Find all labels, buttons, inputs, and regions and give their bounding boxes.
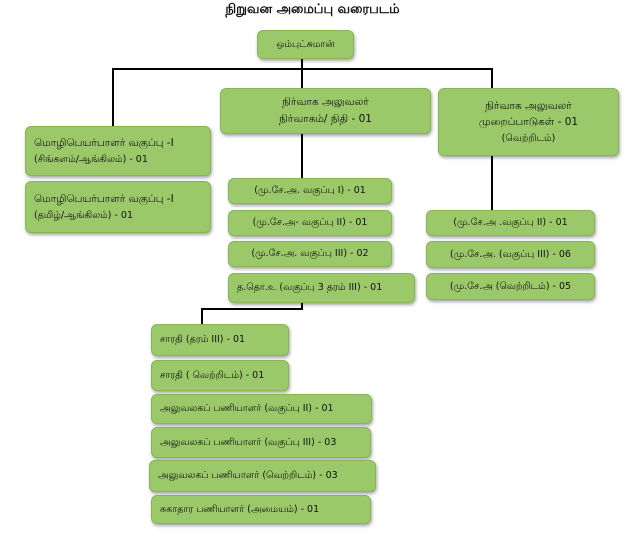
root-node: ஒம்புட்சுமான் bbox=[257, 30, 354, 59]
translator-tamil-line1: மொழிபெயர்பாளர் வகுப்பு -I bbox=[34, 193, 174, 205]
item-label: (மு.சே.அ. (வகுப்பு III) - 06 bbox=[450, 248, 571, 260]
connector-finance-down bbox=[301, 133, 303, 178]
connector-right-down bbox=[491, 68, 493, 88]
translator-tamil-line2: (தமிழ்/ஆங்கிலம்) - 01 bbox=[34, 209, 134, 221]
item-label: த.தொ.உ (வகுப்பு 3 தரம் III) - 01 bbox=[237, 282, 383, 294]
support-staff-item: சாரதி ( வெற்றிடம்) - 01 bbox=[151, 360, 289, 391]
admin-finance-item: (மு.சே.அ. வகுப்பு III) - 02 bbox=[228, 241, 392, 267]
translator-sinhala-line2: (சிங்களம்/ஆங்கிலம்) - 01 bbox=[34, 153, 148, 165]
admin-complaints-line2: முறைப்பாடுகள் - 01 bbox=[478, 116, 579, 129]
admin-complaints-node: நிர்வாக அலுவலர் முறைப்பாடுகள் - 01 (வெற்… bbox=[438, 88, 619, 156]
support-staff-item: அலுவலகப் பணியாளர் (வகுப்பு III) - 03 bbox=[151, 427, 371, 458]
item-label: (மு.சே.அ (வெற்றிடம்) - 05 bbox=[449, 280, 572, 292]
item-label: சாரதி ( வெற்றிடம்) - 01 bbox=[160, 369, 265, 381]
connector-root-down bbox=[301, 58, 303, 69]
admin-finance-item: (மு.சே.அ. வகுப்பு I) - 01 bbox=[228, 178, 392, 204]
admin-complaints-item: (மு.சே.அ .வகுப்பு II) - 01 bbox=[426, 210, 595, 236]
connector-tech-horizontal bbox=[201, 308, 303, 310]
support-staff-item: அலுவலகப் பணியாளர் (வெற்றிடம்) - 03 bbox=[149, 460, 376, 492]
admin-complaints-item: (மு.சே.அ (வெற்றிடம்) - 05 bbox=[426, 273, 595, 300]
connector-left-down bbox=[112, 68, 114, 126]
chart-title: நிறுவன அமைப்பு வரைபடம் bbox=[225, 2, 400, 17]
item-label: அலுவலகப் பணியாளர் (வெற்றிடம்) - 03 bbox=[158, 470, 338, 482]
connector-staff-down bbox=[201, 308, 203, 325]
item-label: அலுவலகப் பணியாளர் (வகுப்பு II) - 01 bbox=[160, 403, 334, 415]
translator-sinhala-line1: மொழிபெயர்பாளர் வகுப்பு -I bbox=[34, 137, 174, 149]
admin-finance-item: (மு.சே.அ- வகுப்பு II) - 01 bbox=[228, 210, 392, 236]
item-label: (மு.சே.அ .வகுப்பு II) - 01 bbox=[453, 217, 568, 229]
item-label: சாரதி (தரம் III) - 01 bbox=[160, 334, 246, 346]
admin-complaints-item: (மு.சே.அ. (வகுப்பு III) - 06 bbox=[426, 241, 595, 268]
admin-complaints-line3: (வெற்றிடம்) bbox=[501, 133, 556, 145]
translator-sinhala-node: மொழிபெயர்பாளர் வகுப்பு -I (சிங்களம்/ஆங்க… bbox=[25, 126, 211, 176]
connector-tech-down bbox=[301, 302, 303, 310]
root-label: ஒம்புட்சுமான் bbox=[276, 38, 335, 50]
connector-mid-down bbox=[301, 68, 303, 88]
item-label: அலுவலகப் பணியாளர் (வகுப்பு III) - 03 bbox=[160, 436, 337, 448]
tech-officer-node: த.தொ.உ (வகுப்பு 3 தரம் III) - 01 bbox=[228, 273, 415, 303]
item-label: சுகாதார பணியாளர் (அமையம்) - 01 bbox=[160, 503, 320, 515]
admin-finance-line1: நிர்வாக அலுவலர் bbox=[282, 96, 369, 109]
support-staff-item: சுகாதார பணியாளர் (அமையம்) - 01 bbox=[151, 495, 371, 524]
support-staff-item: அலுவலகப் பணியாளர் (வகுப்பு II) - 01 bbox=[151, 394, 372, 424]
item-label: (மு.சே.அ- வகுப்பு II) - 01 bbox=[252, 217, 368, 229]
support-staff-item: சாரதி (தரம் III) - 01 bbox=[151, 324, 289, 356]
connector-complaints-down bbox=[491, 156, 493, 210]
admin-complaints-line1: நிர்வாக அலுவலர் bbox=[485, 99, 572, 112]
item-label: (மு.சே.அ. வகுப்பு I) - 01 bbox=[254, 185, 366, 197]
translator-tamil-node: மொழிபெயர்பாளர் வகுப்பு -I (தமிழ்/ஆங்கிலம… bbox=[25, 181, 211, 233]
item-label: (மு.சே.அ. வகுப்பு III) - 02 bbox=[251, 248, 369, 260]
admin-finance-line2: நிர்வாகம்/ நிதி - 01 bbox=[279, 113, 372, 125]
admin-finance-node: நிர்வாக அலுவலர் நிர்வாகம்/ நிதி - 01 bbox=[220, 88, 431, 134]
